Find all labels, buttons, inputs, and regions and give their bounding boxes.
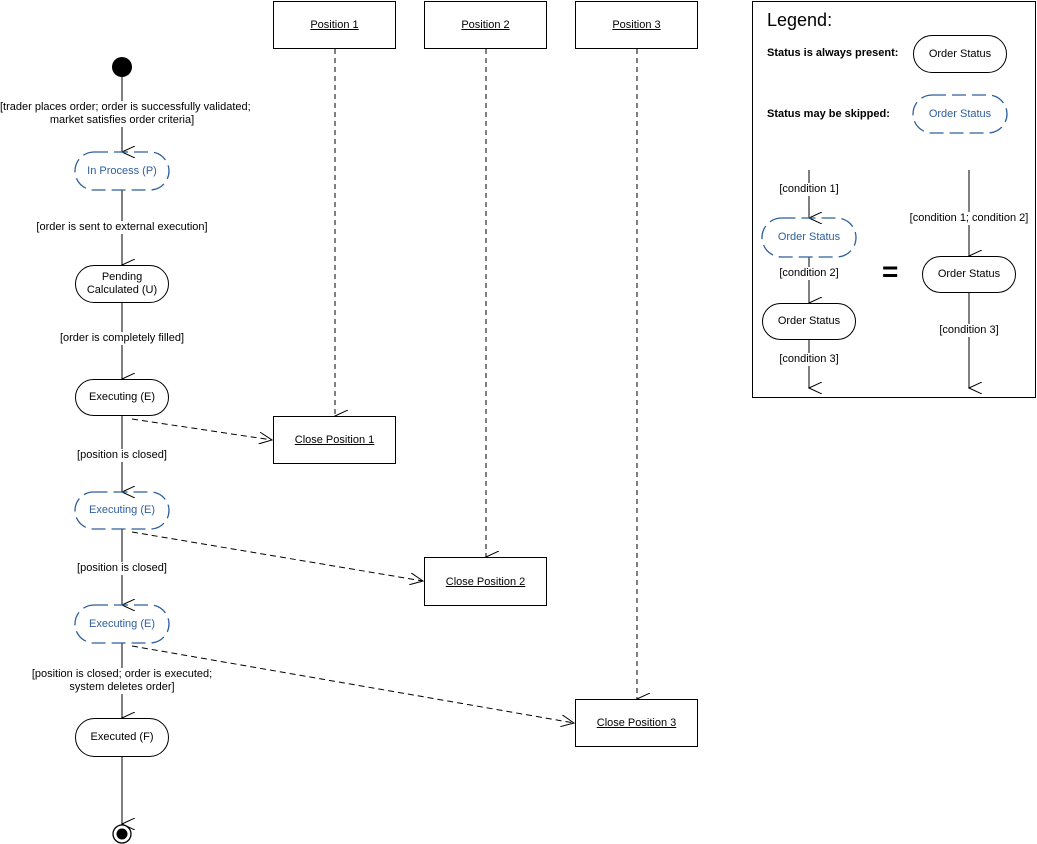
close-position-2-box: Close Position 2	[424, 557, 547, 606]
state-executing-3: Executing (E)	[88, 617, 156, 630]
position-lifelines	[335, 49, 637, 699]
transition-label-6: [position is closed; order is executed; …	[22, 668, 222, 694]
legend-equivalent-condition-3: [condition 3]	[932, 324, 1006, 337]
legend-example-state: Order Status	[762, 303, 856, 340]
legend-may-skip-label: Status may be skipped:	[767, 108, 890, 120]
close-links	[131, 418, 574, 723]
position-2-box: Position 2	[424, 1, 547, 49]
transition-label-5: [position is closed]	[70, 562, 174, 575]
legend-example-optional-state: Order Status	[777, 231, 841, 243]
position-1-box: Position 1	[273, 1, 396, 49]
legend-equivalent-state: Order Status	[922, 256, 1016, 293]
legend-always-present-label: Status is always present:	[767, 47, 899, 59]
transition-label-1: [trader places order; order is successfu…	[0, 101, 251, 127]
state-executing-1: Executing (E)	[75, 379, 169, 416]
position-3-box: Position 3	[575, 1, 698, 49]
transition-label-4: [position is closed]	[70, 449, 174, 462]
legend-box	[752, 1, 1036, 398]
legend-condition-1-2: [condition 1; condition 2]	[909, 212, 1029, 225]
legend-may-skip-state: Order Status	[928, 107, 992, 120]
legend-title: Legend:	[767, 10, 833, 30]
close-position-1-box: Close Position 1	[273, 416, 396, 464]
close-position-3-box: Close Position 3	[575, 699, 698, 747]
initial-node	[112, 57, 132, 77]
legend-always-present-state: Order Status	[913, 35, 1007, 73]
state-executed: Executed (F)	[75, 718, 169, 757]
final-node-dot	[116, 828, 128, 840]
legend-condition-2: [condition 2]	[772, 267, 846, 280]
legend-condition-3: [condition 3]	[772, 353, 846, 366]
legend-condition-1: [condition 1]	[772, 183, 846, 196]
legend-equals-sign: =	[882, 256, 899, 287]
transition-label-3: [order is completely filled]	[52, 332, 192, 345]
optional-state-borders	[74, 151, 170, 644]
state-pending-calculated: Pending Calculated (U)	[75, 265, 169, 303]
state-in-process: In Process (P)	[87, 164, 157, 177]
transition-label-2: [order is sent to external execution]	[30, 221, 214, 234]
state-executing-2: Executing (E)	[88, 504, 156, 516]
legend-optional-borders	[761, 94, 1008, 258]
